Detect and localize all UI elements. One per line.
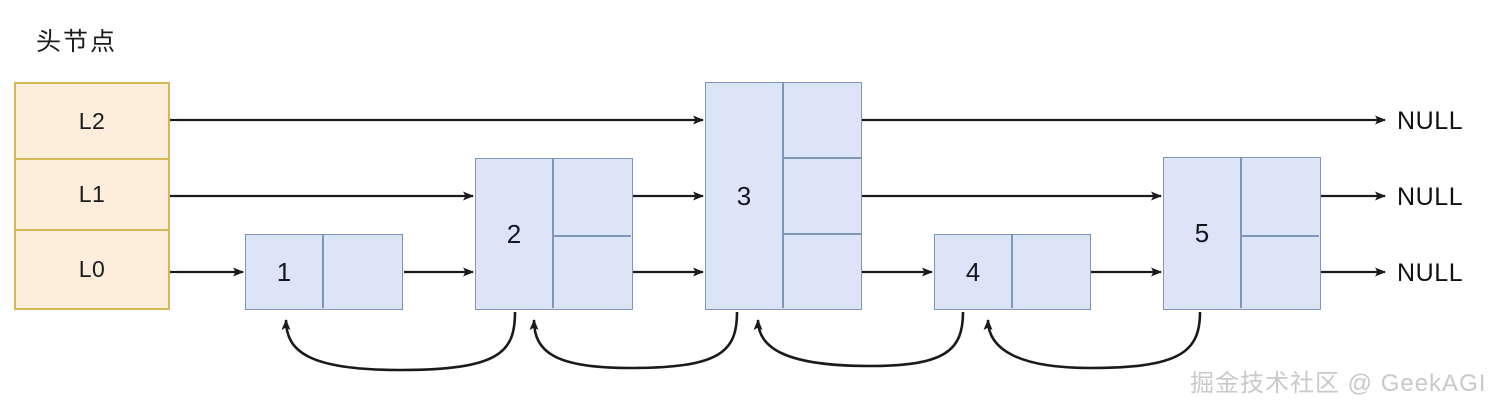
node-2-value: 2 <box>506 218 522 249</box>
node-4[interactable] <box>934 234 1091 310</box>
head-cell-l0[interactable]: L0 <box>16 231 168 308</box>
head-node-title: 头节点 <box>36 28 118 56</box>
node-3-value-label: 3 <box>705 82 783 310</box>
curve-node2-to-node1 <box>281 311 517 372</box>
curve-node5-to-node4 <box>983 311 1202 370</box>
head-cell-l1-label: L1 <box>78 181 106 207</box>
head-divider-1 <box>16 158 168 160</box>
curve-node3-to-node2 <box>529 311 739 370</box>
head-cell-l0-label: L0 <box>78 256 106 282</box>
head-cell-l2[interactable]: L2 <box>16 84 168 158</box>
node-3[interactable] <box>705 82 862 310</box>
node-4-divider <box>1011 235 1013 308</box>
node-3-pointer-divider-1 <box>783 157 861 159</box>
node-1[interactable] <box>245 234 403 310</box>
node-1-value-label: 1 <box>245 234 323 310</box>
null-terminator-l2-label: NULL <box>1397 107 1464 135</box>
head-cell-l1[interactable]: L1 <box>16 160 168 229</box>
node-3-pointer-divider-2 <box>783 233 861 235</box>
node-5-divider <box>1240 158 1242 308</box>
null-terminator-l2: NULL <box>1397 107 1463 136</box>
node-5-value: 5 <box>1194 218 1210 248</box>
node-5-pointer-divider <box>1241 235 1319 237</box>
node-2[interactable] <box>475 158 633 310</box>
node-2-pointer-divider <box>553 235 631 237</box>
node-3-divider <box>782 83 784 308</box>
curve-node4-to-node3 <box>753 311 965 368</box>
null-terminator-l1: NULL <box>1397 183 1463 212</box>
head-divider-2 <box>16 229 168 231</box>
node-1-value: 1 <box>276 256 292 287</box>
node-5[interactable] <box>1163 157 1321 310</box>
null-terminator-l0: NULL <box>1397 259 1463 288</box>
forward-pointer-arrows <box>170 115 1386 277</box>
watermark-text: 掘金技术社区 @ GeekAGI <box>1190 370 1487 397</box>
node-4-value-label: 4 <box>934 234 1012 310</box>
node-1-divider <box>322 235 324 308</box>
null-terminator-l1-label: NULL <box>1397 183 1464 211</box>
head-node[interactable]: L2 L1 L0 <box>14 82 170 310</box>
node-2-value-label: 2 <box>475 158 553 310</box>
node-3-value: 3 <box>736 180 752 211</box>
node-5-value-label: 5 <box>1163 157 1241 310</box>
backward-pointer-curves <box>281 311 1202 372</box>
node-4-value: 4 <box>965 256 981 287</box>
null-terminator-l0-label: NULL <box>1397 259 1464 287</box>
node-2-divider <box>552 159 554 308</box>
watermark: 掘金技术社区 @ GeekAGI <box>1190 363 1486 398</box>
head-cell-l2-label: L2 <box>78 107 106 134</box>
